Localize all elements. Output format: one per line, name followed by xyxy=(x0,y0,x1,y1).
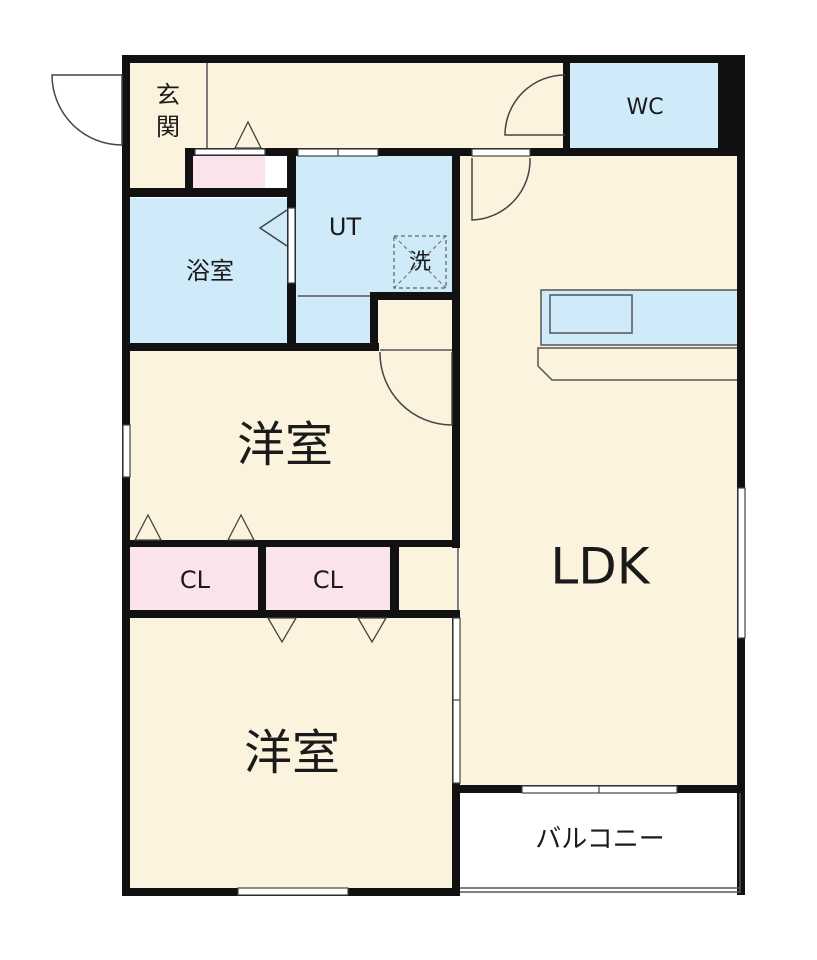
wc-door-swing xyxy=(504,74,566,136)
window-bath-ut xyxy=(287,207,296,284)
kitchen-counter xyxy=(537,289,739,381)
thin-walls xyxy=(206,62,459,612)
entrance-label-1: 玄 xyxy=(156,81,180,109)
wall-shoe-left xyxy=(185,148,193,192)
washer-box xyxy=(393,235,447,289)
wall-left-upper xyxy=(122,150,130,895)
ldk-label: LDK xyxy=(550,538,650,596)
wall-top-right-block xyxy=(718,55,745,150)
washer-space xyxy=(393,235,447,289)
balcony-outline xyxy=(460,793,741,893)
wall-closet-mid xyxy=(258,540,266,615)
folding-door-markers xyxy=(133,120,388,644)
wall-top xyxy=(122,55,722,63)
western-room-lower-floor xyxy=(130,618,456,890)
western-room-lower-label: 洋室 xyxy=(244,725,340,781)
washer-label: 洗 xyxy=(409,250,431,275)
closet-left-floor xyxy=(130,546,258,612)
balcony-floor xyxy=(460,792,740,892)
balcony-label: バルコニー xyxy=(535,825,664,855)
window-room-upper xyxy=(122,424,131,478)
kitchen-bar xyxy=(537,347,739,381)
window-room-lower xyxy=(237,887,349,896)
window-ldk-right xyxy=(737,487,746,639)
closet-right-marker-2 xyxy=(356,617,388,644)
room-labels: 玄 関 WC UT 洗 浴室 洋室 CL CL 洋室 LDK バルコニー xyxy=(156,81,665,855)
wall-ut-step-v xyxy=(370,292,378,350)
wall-closet-right xyxy=(390,540,399,615)
wall-ut-bottom xyxy=(287,343,379,351)
entrance-door-swing xyxy=(51,74,123,146)
closet-left-marker xyxy=(133,513,163,541)
wall-left-entrance xyxy=(122,55,130,153)
bath-floor xyxy=(130,198,287,345)
closet-left-label: CL xyxy=(180,566,211,594)
wall-ldk-left xyxy=(452,148,460,548)
wc-floor xyxy=(570,62,720,148)
wall-bath-top xyxy=(122,188,292,197)
kitchen-sink xyxy=(549,294,633,334)
doors xyxy=(51,74,566,426)
room-fills xyxy=(130,62,740,892)
ut-lower-floor xyxy=(295,296,371,346)
bath-label: 浴室 xyxy=(186,257,234,285)
closet-left-marker-2 xyxy=(226,513,256,541)
window-ldk-door xyxy=(471,148,531,157)
shoe-closet-marker-up xyxy=(233,120,263,149)
entrance-label-2: 関 xyxy=(156,113,180,141)
ut-floor xyxy=(295,156,452,296)
ldk-floor xyxy=(460,155,740,789)
room-upper-door-swing xyxy=(379,351,453,426)
wall-hall-bottom xyxy=(185,148,740,156)
shoe-closet-floor xyxy=(192,152,265,188)
western-room-upper-floor xyxy=(130,350,458,543)
wc-label: WC xyxy=(626,95,663,120)
western-room-upper-label: 洋室 xyxy=(237,417,333,473)
closet-right-floor xyxy=(265,546,390,612)
closet-right-label: CL xyxy=(313,566,344,594)
closet-right-marker xyxy=(266,617,298,644)
bath-door-arrow xyxy=(258,209,288,247)
ut-label: UT xyxy=(329,213,362,241)
wall-closet-bottom xyxy=(122,610,460,618)
wall-closet-top xyxy=(122,540,460,547)
washer-diag-2 xyxy=(393,235,447,289)
wall-wc-left xyxy=(563,62,570,156)
ldk-door-swing xyxy=(471,157,531,221)
window-shoe xyxy=(194,148,266,156)
wall-ut-step xyxy=(370,292,458,300)
wall-room-upper-top xyxy=(122,343,302,351)
corridor-floor xyxy=(378,300,458,352)
window-mullions xyxy=(337,149,600,793)
closet-gap-floor xyxy=(398,546,458,612)
